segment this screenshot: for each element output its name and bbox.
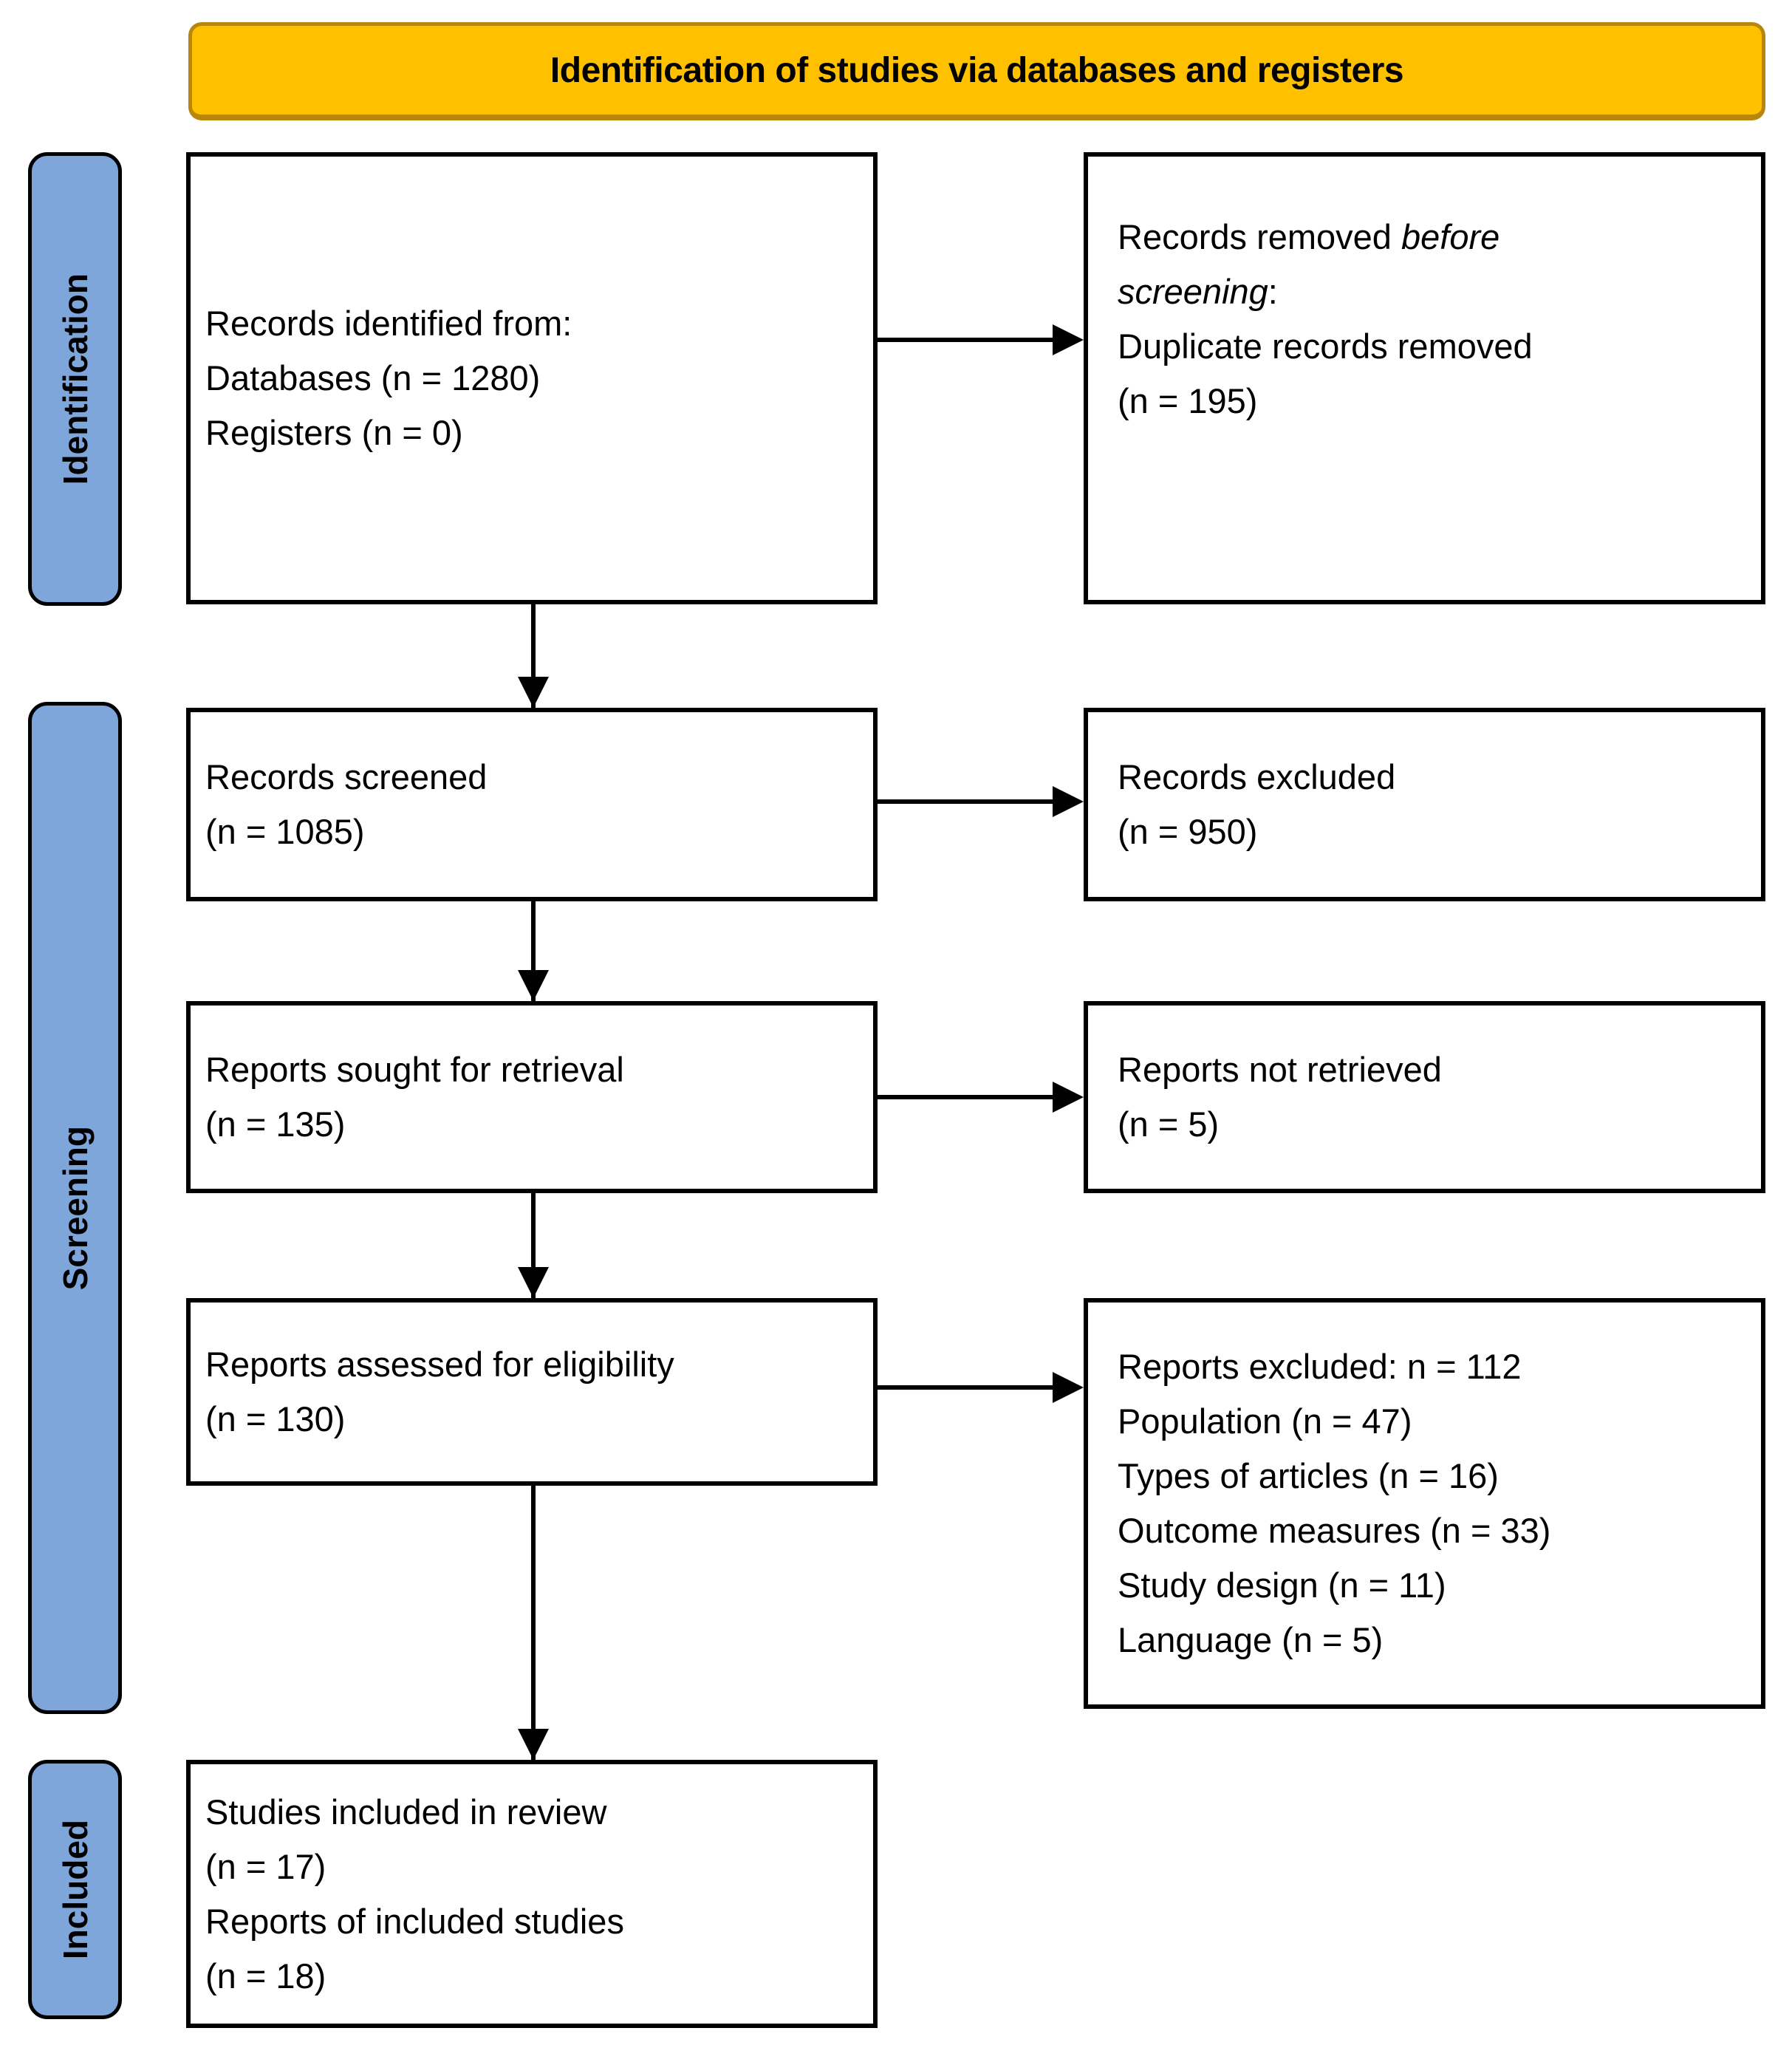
box-reports-not-retrieved-line2: (n = 5)	[1118, 1105, 1220, 1144]
box-records-removed-line2: screening:	[1118, 272, 1278, 311]
box-records-excluded-line2: (n = 950)	[1118, 812, 1258, 851]
arrow-line-sought-to-not-retrieved	[878, 1095, 1060, 1099]
header-title: Identification of studies via databases …	[550, 50, 1404, 90]
box-studies-included-line2: (n = 17)	[205, 1846, 326, 1886]
box-records-screened: Records screened (n = 1085)	[186, 708, 878, 901]
arrowhead-down-icon	[518, 1729, 549, 1760]
arrow-line-screened-to-sought	[531, 901, 536, 1001]
tab-screening: Screening	[28, 702, 122, 1714]
box-studies-included-line3: Reports of included studies	[205, 1901, 624, 1941]
header-banner: Identification of studies via databases …	[188, 22, 1765, 120]
box-studies-included: Studies included in review (n = 17) Repo…	[186, 1760, 878, 2028]
arrowhead-right-icon	[1053, 324, 1084, 355]
box-records-removed-line4: (n = 195)	[1118, 381, 1258, 420]
tab-included: Included	[28, 1760, 122, 2019]
box-records-identified-line1: Records identified from:	[205, 304, 572, 343]
arrow-line-assessed-to-included	[531, 1486, 536, 1760]
tab-identification: Identification	[28, 152, 122, 606]
box-reports-excluded-line4: Outcome measures (n = 33)	[1118, 1511, 1551, 1550]
box-reports-sought-line1: Reports sought for retrieval	[205, 1050, 624, 1089]
tab-identification-label: Identification	[55, 273, 95, 485]
arrowhead-right-icon	[1053, 1372, 1084, 1403]
box-reports-excluded-line6: Language (n = 5)	[1118, 1620, 1384, 1659]
box-records-excluded: Records excluded (n = 950)	[1084, 708, 1765, 901]
arrowhead-down-icon	[518, 970, 549, 1001]
box-reports-excluded-line5: Study design (n = 11)	[1118, 1566, 1446, 1605]
arrowhead-right-icon	[1053, 1082, 1084, 1113]
arrowhead-down-icon	[518, 677, 549, 708]
arrow-line-identified-to-screened	[531, 604, 536, 708]
box-records-screened-line2: (n = 1085)	[205, 812, 365, 851]
box-reports-assessed-line2: (n = 130)	[205, 1399, 346, 1438]
box-records-identified-line3: Registers (n = 0)	[205, 413, 463, 452]
box-studies-included-line1: Studies included in review	[205, 1792, 607, 1831]
tab-screening-label: Screening	[55, 1125, 95, 1291]
arrow-line-sought-to-assessed	[531, 1193, 536, 1298]
box-reports-excluded: Reports excluded: n = 112 Population (n …	[1084, 1298, 1765, 1709]
box-records-identified: Records identified from: Databases (n = …	[186, 152, 878, 604]
arrowhead-right-icon	[1053, 786, 1084, 817]
box-reports-assessed-line1: Reports assessed for eligibility	[205, 1345, 674, 1384]
box-records-removed: Records removed before screening: Duplic…	[1084, 152, 1765, 604]
box-reports-sought: Reports sought for retrieval (n = 135)	[186, 1001, 878, 1193]
box-reports-excluded-line1: Reports excluded: n = 112	[1118, 1347, 1522, 1386]
box-records-removed-line1: Records removed before	[1118, 217, 1500, 256]
arrow-line-assessed-to-reports-excluded	[878, 1385, 1060, 1390]
tab-included-label: Included	[55, 1819, 95, 1960]
box-reports-excluded-line3: Types of articles (n = 16)	[1118, 1456, 1499, 1495]
arrow-line-screened-to-excluded	[878, 799, 1060, 804]
box-studies-included-line4: (n = 18)	[205, 1956, 326, 1996]
box-records-excluded-line1: Records excluded	[1118, 757, 1396, 796]
box-records-removed-line3: Duplicate records removed	[1118, 327, 1533, 366]
arrow-line-identified-to-removed	[878, 338, 1060, 342]
box-reports-not-retrieved-line1: Reports not retrieved	[1118, 1050, 1442, 1089]
box-records-screened-line1: Records screened	[205, 757, 488, 796]
box-records-identified-line2: Databases (n = 1280)	[205, 358, 541, 397]
arrowhead-down-icon	[518, 1267, 549, 1298]
box-reports-not-retrieved: Reports not retrieved (n = 5)	[1084, 1001, 1765, 1193]
box-reports-sought-line2: (n = 135)	[205, 1105, 346, 1144]
box-reports-excluded-line2: Population (n = 47)	[1118, 1402, 1412, 1441]
box-reports-assessed: Reports assessed for eligibility (n = 13…	[186, 1298, 878, 1486]
